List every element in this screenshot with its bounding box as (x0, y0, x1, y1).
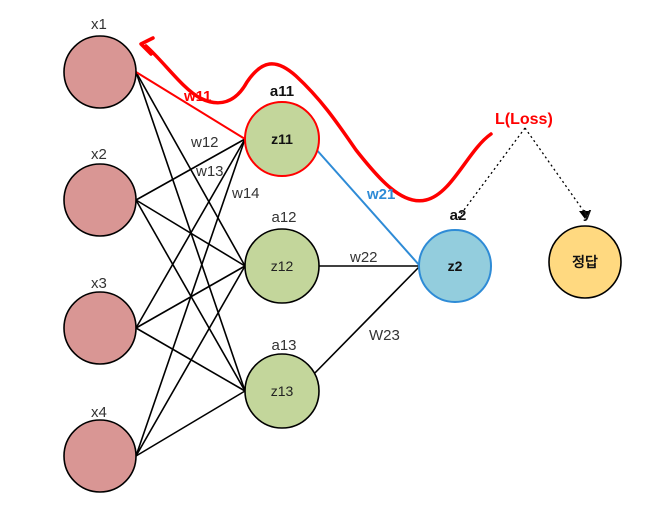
weight-label-w13: w13 (195, 163, 224, 180)
edge-z11-z2 (306, 138, 421, 267)
input-node-x3 (63, 291, 137, 365)
input-label-x4: x4 (91, 404, 107, 421)
hidden-node-z11 (244, 101, 320, 177)
edge-x2-z11 (135, 138, 246, 201)
input-hidden-edges (135, 71, 246, 457)
target-inner-label: 정답 (572, 254, 598, 270)
loss-label: L(Loss) (495, 111, 553, 128)
output-inner-label-z2: z2 (448, 258, 463, 274)
target-top-label-y: y (583, 205, 592, 222)
loss-line-y (524, 127, 586, 214)
loss-arrowhead (579, 211, 590, 219)
input-label-x3: x3 (91, 275, 107, 292)
hidden-inner-label-z12: z12 (271, 258, 294, 274)
hidden-inner-label-z11: z11 (271, 131, 293, 147)
weight-label-w11: w11 (183, 88, 212, 105)
edge-x1-z11 (135, 71, 246, 140)
hidden-node-z13 (244, 353, 320, 429)
backprop-curve (144, 44, 493, 203)
weight-label-w22: w22 (349, 249, 378, 266)
edge-x4-z11 (135, 138, 246, 457)
input-node-x1 (63, 35, 137, 109)
weight-label-w23: W23 (369, 327, 400, 344)
hidden-inner-label-z13: z13 (271, 383, 294, 399)
target-node-answer (548, 225, 622, 299)
hidden-top-label-a13: a13 (271, 337, 296, 354)
weight-label-w12: w12 (190, 134, 219, 151)
input-layer (63, 35, 137, 493)
input-node-x2 (63, 163, 137, 237)
loss-line-a2 (457, 127, 526, 219)
edge-x3-z11 (135, 138, 246, 329)
output-node-z2 (418, 229, 492, 303)
edge-x1-z13 (135, 71, 246, 392)
output-top-label-a2: a2 (450, 207, 467, 224)
input-label-x1: x1 (91, 16, 107, 33)
hidden-node-z12 (244, 228, 320, 304)
input-label-x2: x2 (91, 146, 107, 163)
hidden-top-label-a12: a12 (271, 209, 296, 226)
hidden-top-label-a11: a11 (270, 83, 294, 100)
edge-x4-z13 (135, 390, 246, 457)
edge-x4-z12 (135, 265, 246, 457)
weight-label-w21: w21 (366, 186, 395, 203)
input-node-x4 (63, 419, 137, 493)
weight-label-w14: w14 (231, 185, 260, 202)
edge-z13-z2 (307, 265, 421, 381)
backprop-arrowhead (139, 36, 155, 56)
